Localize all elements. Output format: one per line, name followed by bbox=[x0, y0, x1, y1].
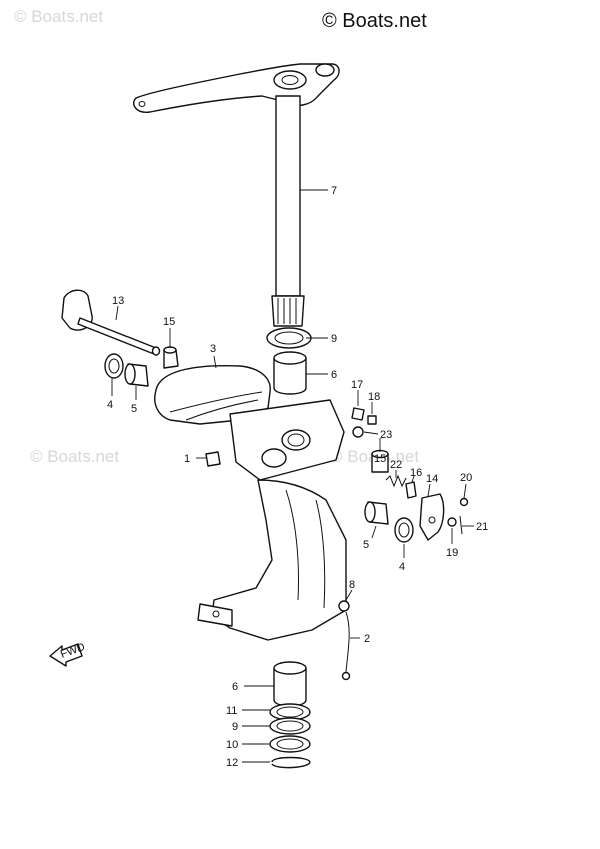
callout-21: 21 bbox=[476, 521, 488, 533]
callout-15: 15 bbox=[163, 316, 175, 328]
callout-20: 20 bbox=[460, 472, 472, 484]
callout-9: 9 bbox=[331, 333, 337, 345]
part-7-steering-shaft bbox=[132, 63, 340, 327]
callout-6: 6 bbox=[232, 681, 238, 693]
callout-15: 15 bbox=[374, 453, 386, 465]
part-17-plate bbox=[351, 407, 365, 421]
callout-4: 4 bbox=[399, 561, 405, 573]
part-4-left-ring bbox=[104, 353, 124, 379]
part-15-left-collar bbox=[163, 346, 179, 369]
callout-2: 2 bbox=[364, 633, 370, 645]
callout-1: 1 bbox=[184, 453, 190, 465]
callout-11: 11 bbox=[226, 705, 237, 717]
callout-6: 6 bbox=[331, 369, 337, 381]
callout-16: 16 bbox=[410, 467, 422, 479]
callout-10: 10 bbox=[226, 739, 238, 751]
part-21-cotter bbox=[459, 515, 463, 535]
part-1-grease-fitting bbox=[205, 451, 221, 467]
watermark-mid-left: © Boats.net bbox=[30, 447, 119, 466]
callout-23: 23 bbox=[380, 429, 392, 441]
part-4-right-ring bbox=[394, 517, 414, 543]
callout-3: 3 bbox=[210, 343, 216, 355]
part-6-upper-bushing bbox=[273, 351, 307, 395]
callout-17: 17 bbox=[351, 379, 363, 391]
callout-9: 9 bbox=[232, 721, 238, 733]
callout-5: 5 bbox=[131, 403, 137, 415]
watermark-top-right: © Boats.net bbox=[322, 10, 427, 32]
part-16-pin bbox=[405, 481, 417, 499]
part-3-swivel-bracket bbox=[154, 365, 347, 641]
callout-12: 12 bbox=[226, 757, 238, 769]
part-19-washer bbox=[447, 517, 457, 527]
part-6-lower-bushing bbox=[273, 661, 307, 707]
callout-14: 14 bbox=[426, 473, 438, 485]
callout-7: 7 bbox=[331, 185, 337, 197]
callout-13: 13 bbox=[112, 295, 124, 307]
callout-4: 4 bbox=[107, 399, 113, 411]
callout-numbers: 7 13 15 9 3 6 4 5 17 18 23 1 15 22 16 14… bbox=[107, 185, 488, 769]
callout-22: 22 bbox=[390, 459, 402, 471]
callout-18: 18 bbox=[368, 391, 380, 403]
part-5-left-bushing bbox=[124, 363, 149, 387]
part-18-bolt bbox=[367, 415, 377, 425]
part-15-right-collar bbox=[371, 449, 389, 473]
fwd-arrow: FWD bbox=[49, 641, 87, 667]
watermark-top-left: © Boats.net bbox=[14, 7, 103, 26]
part-12-circlip bbox=[271, 756, 311, 769]
part-9-upper-washer bbox=[266, 327, 312, 349]
part-8-bolt bbox=[338, 600, 350, 612]
part-10-shim bbox=[269, 735, 311, 753]
part-20-nut bbox=[459, 497, 469, 507]
part-5-right-bushing bbox=[364, 501, 389, 525]
part-13-tilt-pin bbox=[61, 289, 161, 356]
callout-8: 8 bbox=[349, 579, 355, 591]
callout-19: 19 bbox=[446, 547, 458, 559]
part-9-lower-washer bbox=[269, 717, 311, 735]
leader-lines bbox=[111, 189, 474, 763]
callout-5: 5 bbox=[363, 539, 369, 551]
part-23-clip bbox=[352, 426, 364, 438]
part-2-ground-cable bbox=[341, 611, 351, 681]
part-22-spring bbox=[385, 474, 407, 488]
part-14-lock-lever bbox=[419, 493, 445, 541]
